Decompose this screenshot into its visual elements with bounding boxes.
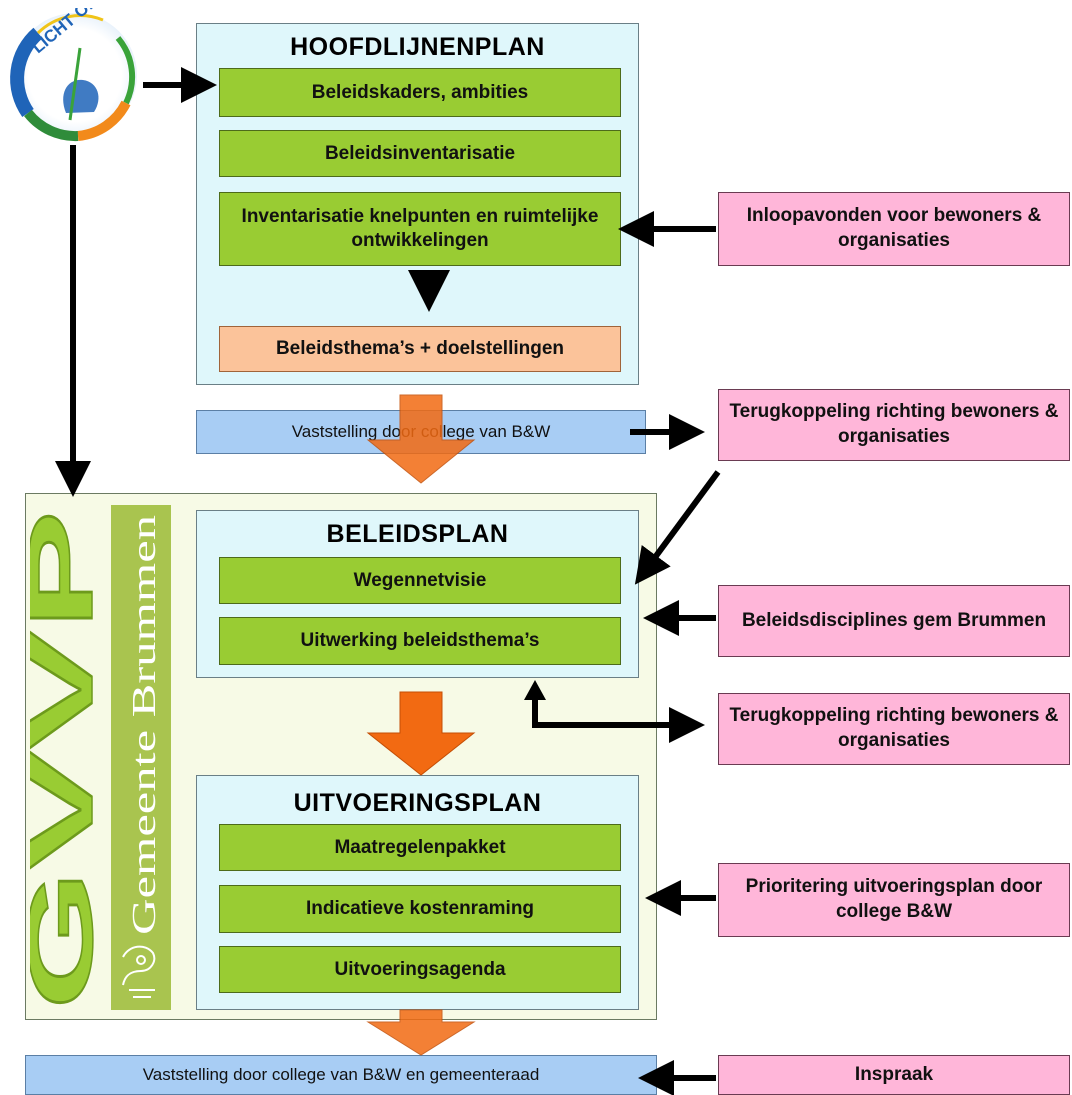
inloopavonden-box[interactable]: Inloopavonden voor bewoners & organisati… [718,192,1070,266]
kostenraming-box[interactable]: Indicatieve kostenraming [219,885,621,933]
uitwerking-beleidsthemas-box[interactable]: Uitwerking beleidsthema’s [219,617,621,665]
uitvoeringsagenda-box[interactable]: Uitvoeringsagenda [219,946,621,993]
big-down-arrow-2 [366,691,476,776]
beleidsdisciplines-box[interactable]: Beleidsdisciplines gem Brummen [718,585,1070,657]
svg-text:Gemeente Brummen: Gemeente Brummen [126,515,163,935]
wegennetvisie-box[interactable]: Wegennetvisie [219,557,621,604]
arrow-beleidsplan-terugkoppeling-elbow [532,690,705,743]
brummen-crest-icon [122,945,156,998]
licht-op-groen-logo: LICHT OP GROEN [8,0,152,143]
beleidsinventarisatie-box[interactable]: Beleidsinventarisatie [219,130,621,177]
vaststelling-gemeenteraad-box[interactable]: Vaststelling door college van B&W en gem… [25,1055,657,1095]
big-down-arrow-3 [366,1009,476,1056]
gemeente-brummen-banner: Gemeente Brummen [111,505,171,1010]
beleidskaders-box[interactable]: Beleidskaders, ambities [219,68,621,117]
terugkoppeling-box-2[interactable]: Terugkoppeling richting bewoners & organ… [718,693,1070,765]
inspraak-box[interactable]: Inspraak [718,1055,1070,1095]
maatregelenpakket-box[interactable]: Maatregelenpakket [219,824,621,871]
big-down-arrow-1 [366,394,476,484]
inventarisatie-knelpunten-box[interactable]: Inventarisatie knelpunten en ruimtelijke… [219,192,621,266]
arrow-terugkoppeling-to-wegennet [634,470,721,585]
terugkoppeling-box-1[interactable]: Terugkoppeling richting bewoners & organ… [718,389,1070,461]
uitvoeringsplan-title: UITVOERINGSPLAN [293,789,542,817]
prioritering-box[interactable]: Prioritering uitvoeringsplan door colleg… [718,863,1070,937]
arrow-head-up-beleidsplan [524,680,546,700]
beleidsthemas-doelstellingen-box[interactable]: Beleidsthema’s + doelstellingen [219,326,621,372]
hoofdlijnenplan-title: HOOFDLIJNENPLAN [290,33,545,61]
beleidsplan-title: BELEIDSPLAN [326,520,509,548]
